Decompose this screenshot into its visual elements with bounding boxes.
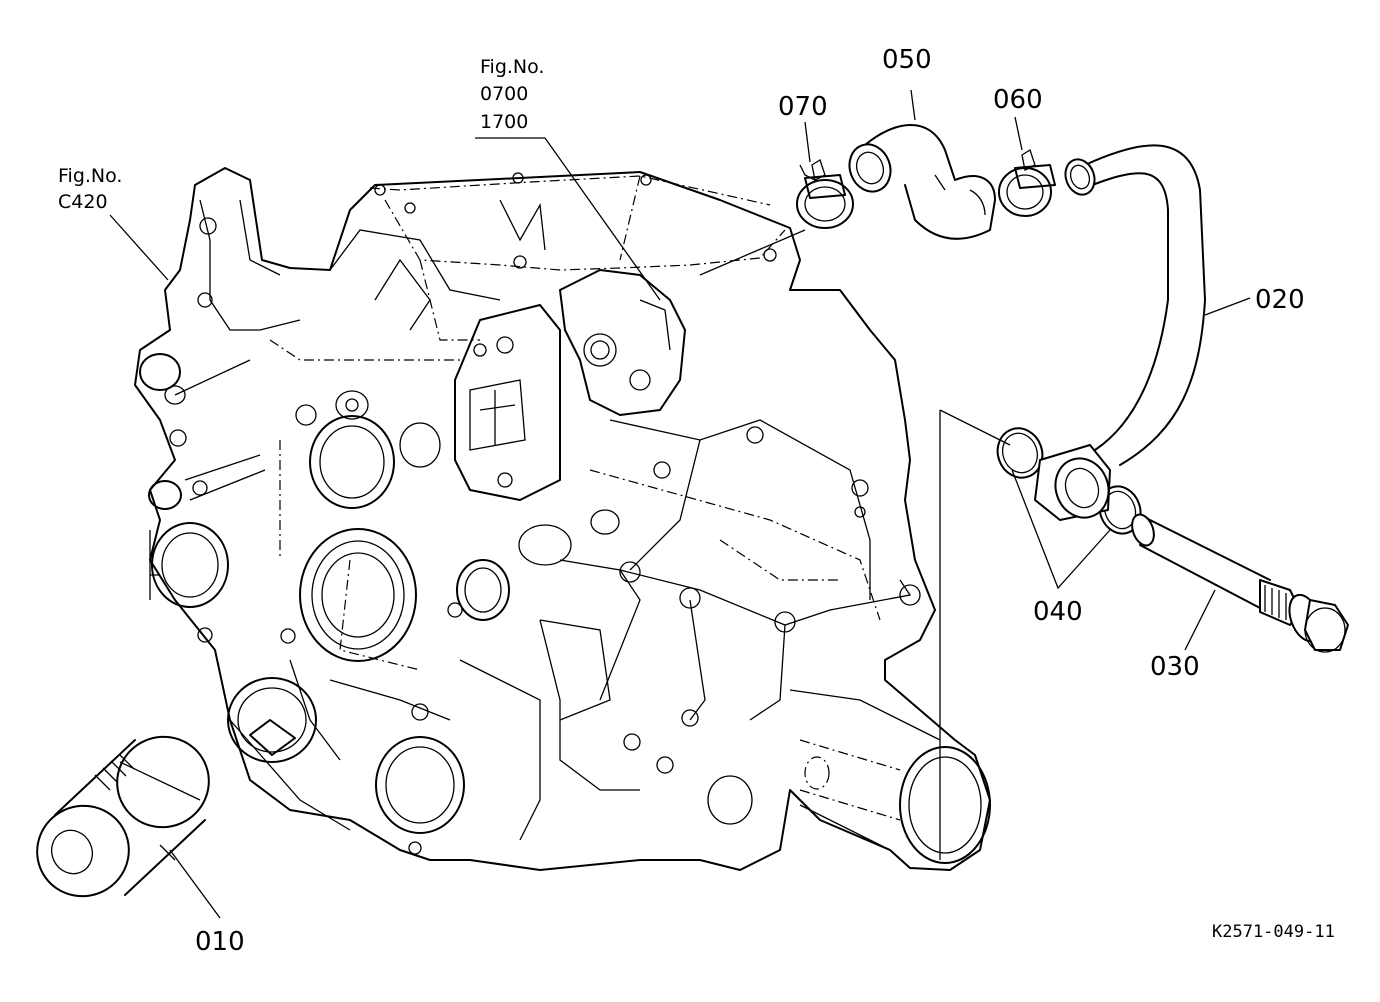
bolt-030 <box>1131 513 1349 653</box>
part-label-030: 030 <box>1150 652 1200 682</box>
figure-ref-top-line3: 1700 <box>480 111 528 133</box>
part-label-010: 010 <box>195 927 245 957</box>
part-label-050: 050 <box>882 45 932 75</box>
part-label-040: 040 <box>1033 597 1083 627</box>
drawing-code: K2571-049-11 <box>1212 922 1335 942</box>
leader-lines <box>109 89 1251 919</box>
part-label-060: 060 <box>993 85 1043 115</box>
figure-ref-top-line2: 0700 <box>480 83 528 105</box>
figure-ref-top-line1: Fig.No. <box>480 56 544 78</box>
engine-housing <box>134 167 991 871</box>
o-rings-040 <box>996 427 1142 535</box>
hose-050 <box>848 124 996 240</box>
figure-ref-left-line2: C420 <box>58 191 108 213</box>
figure-ref-top: Fig.No. 0700 1700 <box>480 56 544 133</box>
figure-ref-left: Fig.No. C420 <box>58 165 122 213</box>
part-label-070: 070 <box>778 92 828 122</box>
sleeve <box>1034 444 1111 521</box>
oil-filter <box>36 735 210 905</box>
figure-ref-left-line1: Fig.No. <box>58 165 122 187</box>
part-label-020: 020 <box>1255 285 1305 315</box>
hose-clamp-060 <box>998 149 1056 217</box>
hose-020 <box>1064 144 1206 466</box>
hose-clamp-070 <box>796 159 854 229</box>
